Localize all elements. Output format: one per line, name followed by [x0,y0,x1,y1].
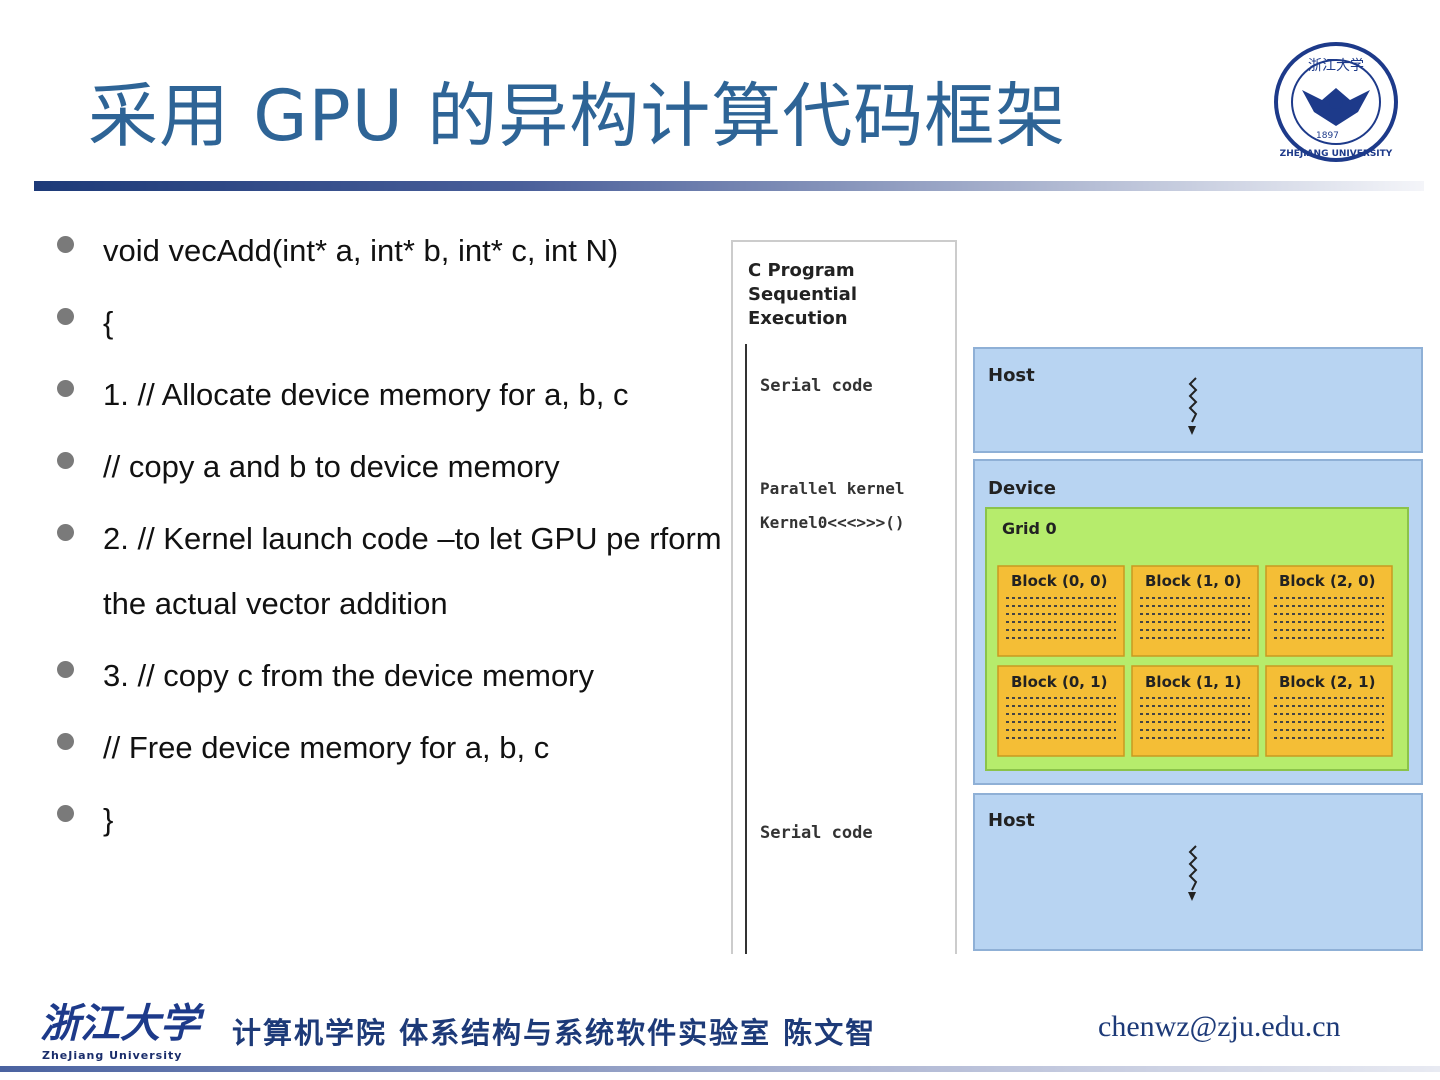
svg-text:Block (0, 1): Block (0, 1) [1011,673,1107,691]
bullet-dot-icon [57,308,74,325]
host-box-2 [973,793,1423,951]
bullet-dot-icon [57,380,74,397]
bullet-item: void vecAdd(int* a, int* b, int* c, int … [54,218,744,283]
block-cell: Block (2, 0) [1265,565,1393,657]
seal-year: 1897 [1316,131,1339,141]
serial-code-label-1: Serial code [760,376,873,396]
serial-code-label-2: Serial code [760,823,873,843]
program-column [731,240,957,954]
program-title-line3: Execution [748,308,848,329]
bullet-item: // copy a and b to device memory [54,434,744,499]
program-title-line1: C Program [748,260,855,281]
seal-cn: 浙江大学 [1308,58,1364,74]
kernel-call-label: Kernel0<<<>>>() [760,513,905,532]
thread-squiggle-icon [1188,377,1198,423]
arrow-down-icon [1188,426,1196,435]
bullet-dot-icon [57,524,74,541]
bullet-item: { [54,290,744,355]
block-cell: Block (0, 0) [997,565,1125,657]
slide-title: 采用 GPU 的异构计算代码框架 [88,75,1067,157]
parallel-kernel-label: Parallel kernel [760,479,905,498]
footer-email: chenwz@zju.edu.cn [1098,1010,1341,1043]
block-cell: Block (1, 0) [1131,565,1259,657]
bullet-item: } [54,787,744,852]
zju-seal-logo: 1897 ZHEJIANG UNIVERSITY 浙江大学 [1274,42,1398,162]
footer-divider [0,1066,1440,1072]
bullet-item: 1. // Allocate device memory for a, b, c [54,362,744,427]
svg-text:Block (2, 0): Block (2, 0) [1279,572,1375,590]
block-cell: Block (2, 1) [1265,665,1393,757]
program-title-line2: Sequential [748,284,857,305]
bullet-dot-icon [57,805,74,822]
zju-footer-logo: 浙江大学 [40,1000,205,1047]
bullet-item: 2. // Kernel launch code –to let GPU pe … [54,506,743,636]
block-cell: Block (1, 1) [1131,665,1259,757]
svg-text:Block (0, 0): Block (0, 0) [1011,572,1107,590]
host-box-1 [973,347,1423,453]
seal-text: ZHEJIANG UNIVERSITY [1280,149,1393,159]
footer-affiliation: 计算机学院 体系结构与系统软件实验室 陈文智 [232,1016,877,1050]
svg-text:Block (1, 0): Block (1, 0) [1145,572,1241,590]
bullet-dot-icon [57,452,74,469]
svg-text:Block (1, 1): Block (1, 1) [1145,673,1241,691]
cuda-execution-diagram: C Program Sequential Execution Serial co… [731,240,1423,954]
svg-text:浙江大学: 浙江大学 [40,1000,205,1047]
bullet-list: void vecAdd(int* a, int* b, int* c, int … [54,218,744,859]
device-label: Device [988,478,1056,499]
svg-text:Block (2, 1): Block (2, 1) [1279,673,1375,691]
title-divider [34,181,1424,191]
bullet-dot-icon [57,236,74,253]
arrow-down-icon [1188,892,1196,901]
bullet-dot-icon [57,661,74,678]
grid-label: Grid 0 [1002,519,1057,538]
block-cell: Block (0, 1) [997,665,1125,757]
bullet-item: 3. // copy c from the device memory [54,643,744,708]
footer-logo-en: ZheJiang University [42,1049,183,1062]
host-label-2: Host [988,810,1035,831]
bullet-dot-icon [57,733,74,750]
bullet-item: // Free device memory for a, b, c [54,715,744,780]
host-label-1: Host [988,365,1035,386]
thread-squiggle-icon [1188,845,1198,891]
